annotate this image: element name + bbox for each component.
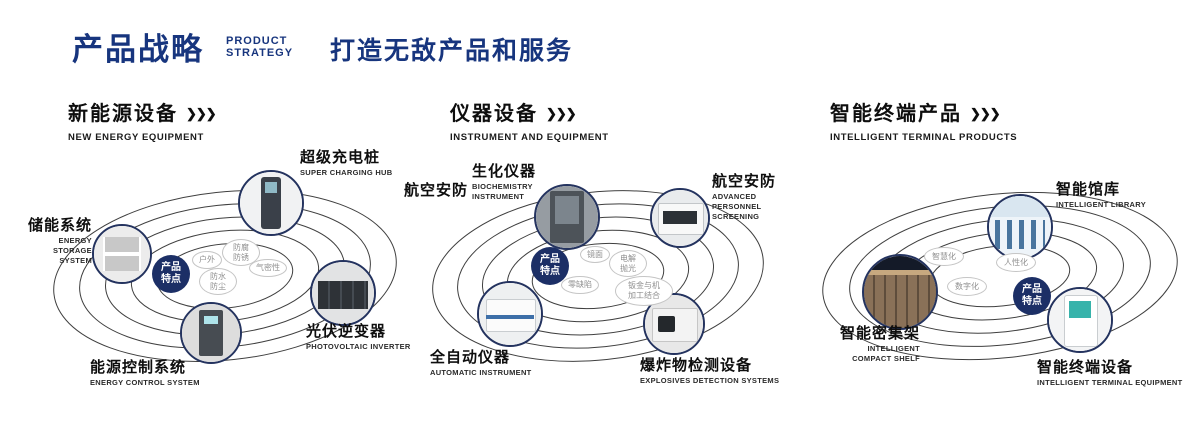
product-photo-intelligent-terminal [1047,287,1113,353]
feature-bubble: 气密性 [249,259,287,277]
product-label-pv-inverter: 光伏逆变器 PHOTOVOLTAIC INVERTER [306,323,411,351]
triple-chevron-icon: ❯❯❯ [546,106,577,121]
feature-bubble: 钣金与机加工结合 [615,276,673,306]
section-header-instruments: 仪器设备 ❯❯❯ INSTRUMENT AND EQUIPMENT [450,97,609,143]
product-photo-automatic-instrument [477,281,543,347]
triple-chevron-icon: ❯❯❯ [186,106,217,121]
feature-bubble: 零缺陷 [561,276,599,294]
product-photo-super-charging-hub [238,170,304,236]
section-subtitle: INTELLIGENT TERMINAL PRODUCTS [830,132,1018,143]
charging-hub-image [240,172,302,234]
product-label-super-charging-hub: 超级充电桩 SUPER CHARGING HUB [300,149,393,177]
feature-bubble: 镜面 [580,246,610,263]
product-photo-compact-shelf [862,254,938,330]
energy-storage-image [94,226,150,282]
product-photo-energy-control [180,302,242,364]
intelligent-terminal-image [1049,289,1111,351]
feature-bubble: 户外 [192,251,222,269]
automatic-instrument-image [479,283,541,345]
compact-shelf-image [864,256,936,328]
product-label-energy-control: 能源控制系统 ENERGY CONTROL SYSTEM [90,359,200,387]
product-label-energy-storage: 储能系统 ENERGY STORAGE SYSTEM [27,217,92,265]
product-label-aviation-security: 航空安防 ADVANCED PERSONNEL SCREENING [712,173,777,221]
product-label-intelligent-terminal: 智能终端设备 INTELLIGENT TERMINAL EQUIPMENT [1037,359,1183,387]
section-header-intelligent-terminal: 智能终端产品 ❯❯❯ INTELLIGENT TERMINAL PRODUCTS [830,97,1017,143]
page-subtitle: PRODUCT STRATEGY [226,35,294,59]
page-title: 产品战略 [72,32,204,67]
side-label-aviation-security: 航空安防 [404,182,469,199]
product-photo-energy-storage [92,224,152,284]
aviation-security-image [652,190,708,246]
product-photo-intelligent-library [987,194,1053,260]
section-title: 仪器设备 [450,103,538,125]
section-header-new-energy: 新能源设备 ❯❯❯ NEW ENERGY EQUIPMENT [68,97,217,143]
triple-chevron-icon: ❯❯❯ [970,106,1001,121]
energy-control-image [182,304,240,362]
product-label-compact-shelf: 智能密集架 INTELLIGENT COMPACT SHELF [839,325,920,363]
section-title: 新能源设备 [68,103,178,125]
product-photo-aviation-security [650,188,710,248]
feature-bubble: 数字化 [947,277,987,296]
tagline: 打造无敌产品和服务 [330,37,574,65]
pv-inverter-image [312,262,374,324]
product-photo-biochemistry [534,184,600,250]
feature-bubble: 智慧化 [924,247,964,266]
section-subtitle: INSTRUMENT AND EQUIPMENT [450,132,609,143]
section-subtitle: NEW ENERGY EQUIPMENT [68,132,204,143]
features-badge-intelligent-terminal: 产品特点 [1013,277,1051,315]
product-label-explosives-detection: 爆炸物检测设备 EXPLOSIVES DETECTION SYSTEMS [640,357,780,385]
features-badge-instruments: 产品特点 [531,247,569,285]
product-photo-pv-inverter [310,260,376,326]
features-badge-new-energy: 产品特点 [152,255,190,293]
feature-bubble: 人性化 [996,253,1036,272]
biochemistry-image [536,186,598,248]
product-label-automatic-instrument: 全自动仪器 AUTOMATIC INSTRUMENT [430,349,532,377]
feature-bubble: 防水防尘 [199,268,237,295]
intelligent-library-image [989,196,1051,258]
section-title: 智能终端产品 [830,103,962,125]
feature-bubble: 电解抛光 [609,250,647,277]
product-label-intelligent-library: 智能馆库 INTELLIGENT LIBRARY [1056,181,1147,209]
product-label-biochemistry: 生化仪器 BIOCHEMISTRY INSTRUMENT [472,163,537,201]
